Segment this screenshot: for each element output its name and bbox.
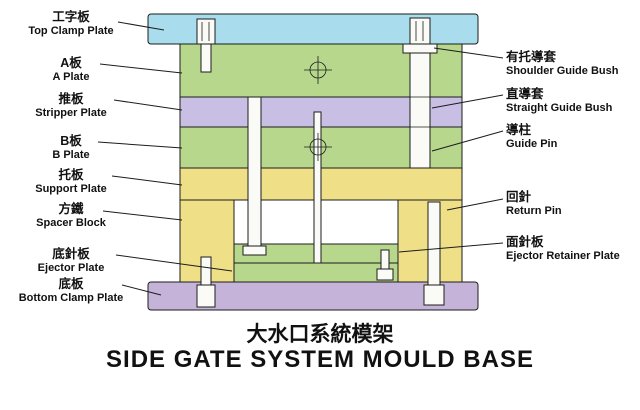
label-spacer-block: 方鐵 Spacer Block xyxy=(0,202,142,230)
bottom-clamp-plate-shape xyxy=(147,281,479,311)
label-ejector-plate: 底針板 Ejector Plate xyxy=(0,247,142,275)
diagram-title-chinese: 大水口系統模架 xyxy=(246,323,394,346)
label-zh: 面針板 xyxy=(506,235,544,249)
label-return-pin: 回針 Return Pin xyxy=(506,190,640,218)
label-stripper-plate: 推板 Stripper Plate xyxy=(0,92,142,120)
label-en: Return Pin xyxy=(506,204,562,217)
label-en: Ejector Plate xyxy=(37,261,105,274)
cap-screw-shaft-top xyxy=(200,43,212,73)
label-zh: 有托導套 xyxy=(506,50,557,64)
label-zh: 導柱 xyxy=(506,123,532,137)
label-zh: 直導套 xyxy=(506,87,544,101)
label-a-plate: A板 A Plate xyxy=(0,56,142,84)
return-pin-shaft xyxy=(247,96,262,247)
leader-line-straight-bush xyxy=(431,94,504,109)
bottom-screw-right-shaft xyxy=(427,201,441,286)
bottom-screw-left-head xyxy=(196,284,216,308)
leader-line-retainer xyxy=(398,242,504,253)
shoulder-guide-bush-head xyxy=(409,17,431,45)
label-en: Straight Guide Bush xyxy=(506,101,613,114)
label-zh: B板 xyxy=(60,134,82,148)
leader-line-guide-pin xyxy=(431,130,504,152)
label-zh: 工字板 xyxy=(52,10,90,24)
label-top-clamp-plate: 工字板 Top Clamp Plate xyxy=(0,10,142,38)
leader-line-support xyxy=(111,175,183,186)
label-en: Shoulder Guide Bush xyxy=(506,64,619,77)
label-zh: 方鐵 xyxy=(58,202,84,216)
return-pin-head xyxy=(242,245,267,256)
label-zh: 回針 xyxy=(506,190,532,204)
label-en: A Plate xyxy=(52,70,90,83)
ejector-screw-shaft xyxy=(380,249,390,270)
label-en: B Plate xyxy=(52,148,90,161)
bottom-screw-right-head xyxy=(423,284,445,306)
label-zh: 推板 xyxy=(58,92,84,106)
label-bottom-clamp-plate: 底板 Bottom Clamp Plate xyxy=(0,277,142,305)
label-zh: 底板 xyxy=(58,277,84,291)
bottom-screw-left-shaft xyxy=(200,256,212,286)
leader-line-a-plate xyxy=(99,63,183,74)
label-zh: 底針板 xyxy=(52,247,90,261)
leader-line-stripper xyxy=(113,99,183,111)
leader-line-top-clamp xyxy=(117,21,165,31)
label-support-plate: 托板 Support Plate xyxy=(0,168,142,196)
diagram-title-english: SIDE GATE SYSTEM MOULD BASE xyxy=(106,346,534,373)
label-shoulder-guide-bush: 有托導套 Shoulder Guide Bush xyxy=(506,50,640,78)
ejector-screw-head xyxy=(376,268,394,281)
label-straight-guide-bush: 直導套 Straight Guide Bush xyxy=(506,87,640,115)
leader-line-b-plate xyxy=(97,141,183,149)
label-zh: A板 xyxy=(60,56,82,70)
label-guide-pin: 導柱 Guide Pin xyxy=(506,123,640,151)
guide-pin-shaft xyxy=(409,52,431,169)
shoulder-guide-bush-flange xyxy=(402,43,438,54)
label-en: Bottom Clamp Plate xyxy=(18,291,124,304)
leader-line-shoulder-bush xyxy=(433,47,504,59)
label-ejector-retainer-plate: 面針板 Ejector Retainer Plate xyxy=(506,235,640,263)
label-en: Stripper Plate xyxy=(35,106,107,119)
leader-line-ejector xyxy=(115,254,233,272)
leader-line-return-pin xyxy=(446,198,504,211)
ejector-pin xyxy=(313,111,322,264)
label-en: Spacer Block xyxy=(36,216,106,229)
label-b-plate: B板 B Plate xyxy=(0,134,142,162)
cap-screw-head-top xyxy=(196,18,216,45)
label-en: Guide Pin xyxy=(506,137,558,150)
leader-line-bottom xyxy=(121,284,162,296)
label-en: Top Clamp Plate xyxy=(28,24,114,37)
label-zh: 托板 xyxy=(58,168,84,182)
label-en: Support Plate xyxy=(35,182,107,195)
label-en: Ejector Retainer Plate xyxy=(506,249,620,262)
ejector-plate-shape xyxy=(233,262,399,283)
leader-line-spacer xyxy=(102,210,183,221)
